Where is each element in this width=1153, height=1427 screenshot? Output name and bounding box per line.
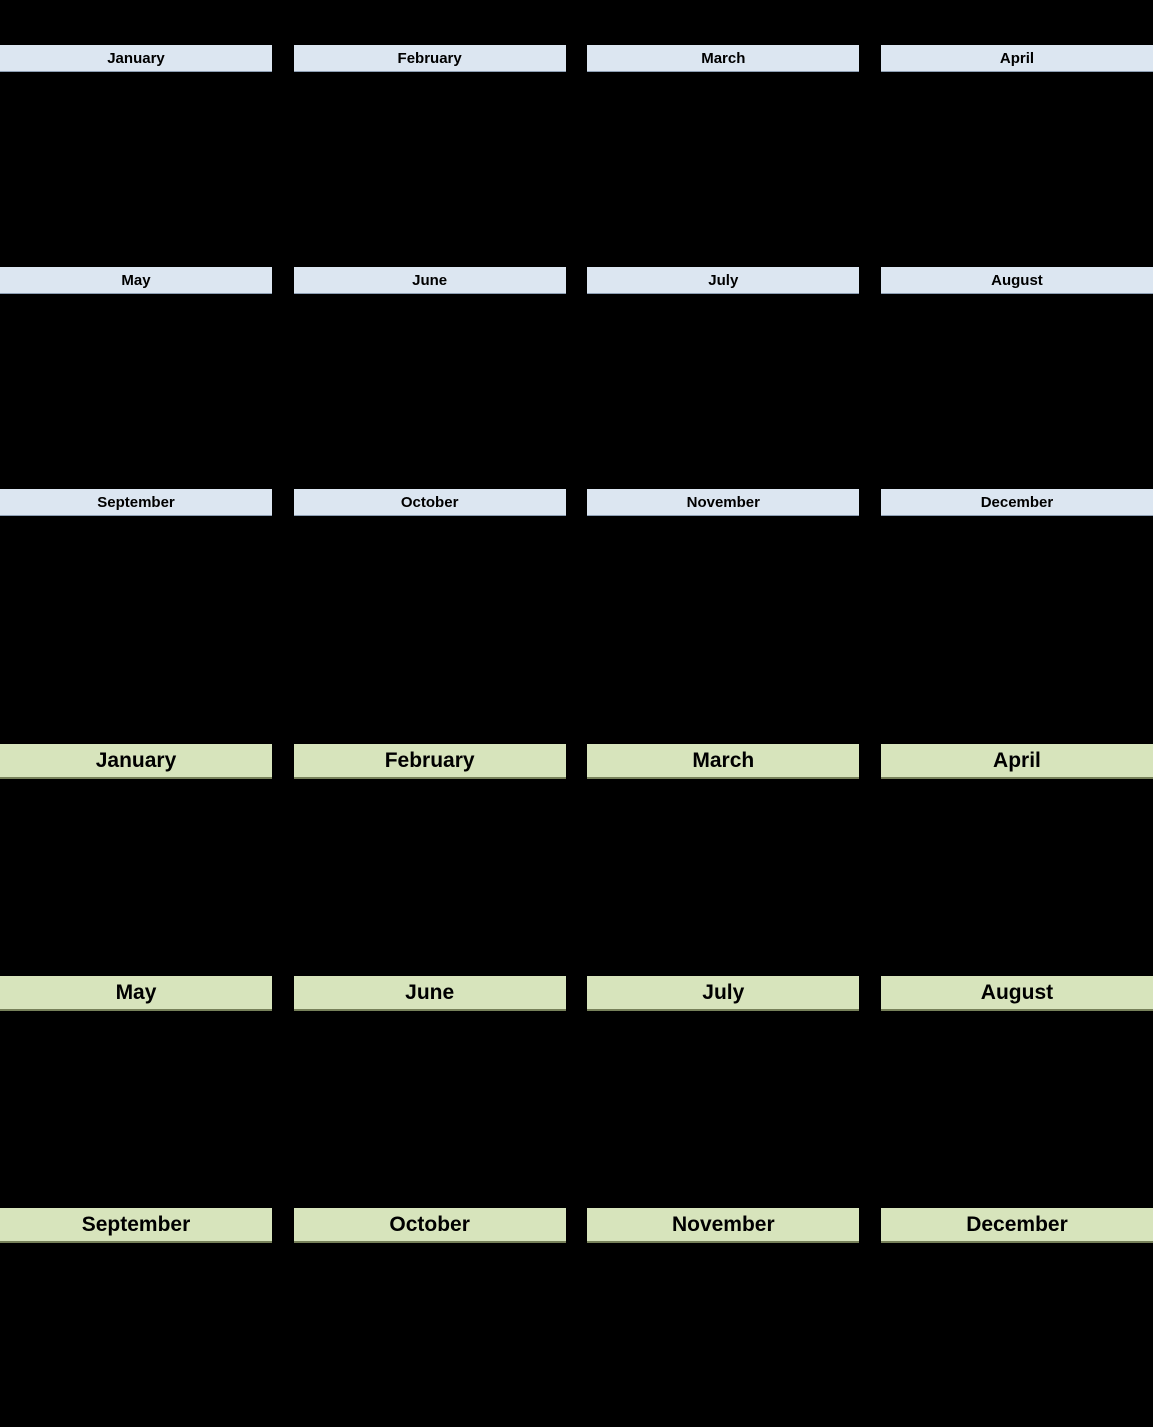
bottom-month-header-april: April xyxy=(880,744,1153,779)
top-month-header-june: June xyxy=(293,267,566,294)
top-month-header-september: September xyxy=(0,489,272,516)
bottom-month-header-october: October xyxy=(293,1208,566,1243)
bottom-month-header-december: December xyxy=(880,1208,1153,1243)
bottom-month-header-february: February xyxy=(293,744,566,779)
top-month-header-december: December xyxy=(880,489,1153,516)
bottom-calendar-row-1: January February March April xyxy=(0,744,1153,779)
top-month-header-february: February xyxy=(293,45,566,72)
bottom-month-header-august: August xyxy=(880,976,1153,1011)
top-month-header-april: April xyxy=(880,45,1153,72)
bottom-month-header-september: September xyxy=(0,1208,272,1243)
top-calendar-row-1: January February March April xyxy=(0,45,1153,72)
top-month-header-october: October xyxy=(293,489,566,516)
bottom-month-header-june: June xyxy=(293,976,566,1011)
top-month-header-august: August xyxy=(880,267,1153,294)
bottom-calendar-row-2: May June July August xyxy=(0,976,1153,1011)
bottom-month-header-january: January xyxy=(0,744,272,779)
top-month-header-november: November xyxy=(587,489,860,516)
top-month-header-march: March xyxy=(587,45,860,72)
top-month-header-january: January xyxy=(0,45,272,72)
bottom-month-header-november: November xyxy=(587,1208,860,1243)
bottom-calendar-row-3: September October November December xyxy=(0,1208,1153,1243)
top-calendar-row-2: May June July August xyxy=(0,267,1153,294)
top-calendar-row-3: September October November December xyxy=(0,489,1153,516)
bottom-month-header-may: May xyxy=(0,976,272,1011)
top-month-header-may: May xyxy=(0,267,272,294)
bottom-month-header-july: July xyxy=(587,976,860,1011)
bottom-month-header-march: March xyxy=(587,744,860,779)
top-month-header-july: July xyxy=(587,267,860,294)
